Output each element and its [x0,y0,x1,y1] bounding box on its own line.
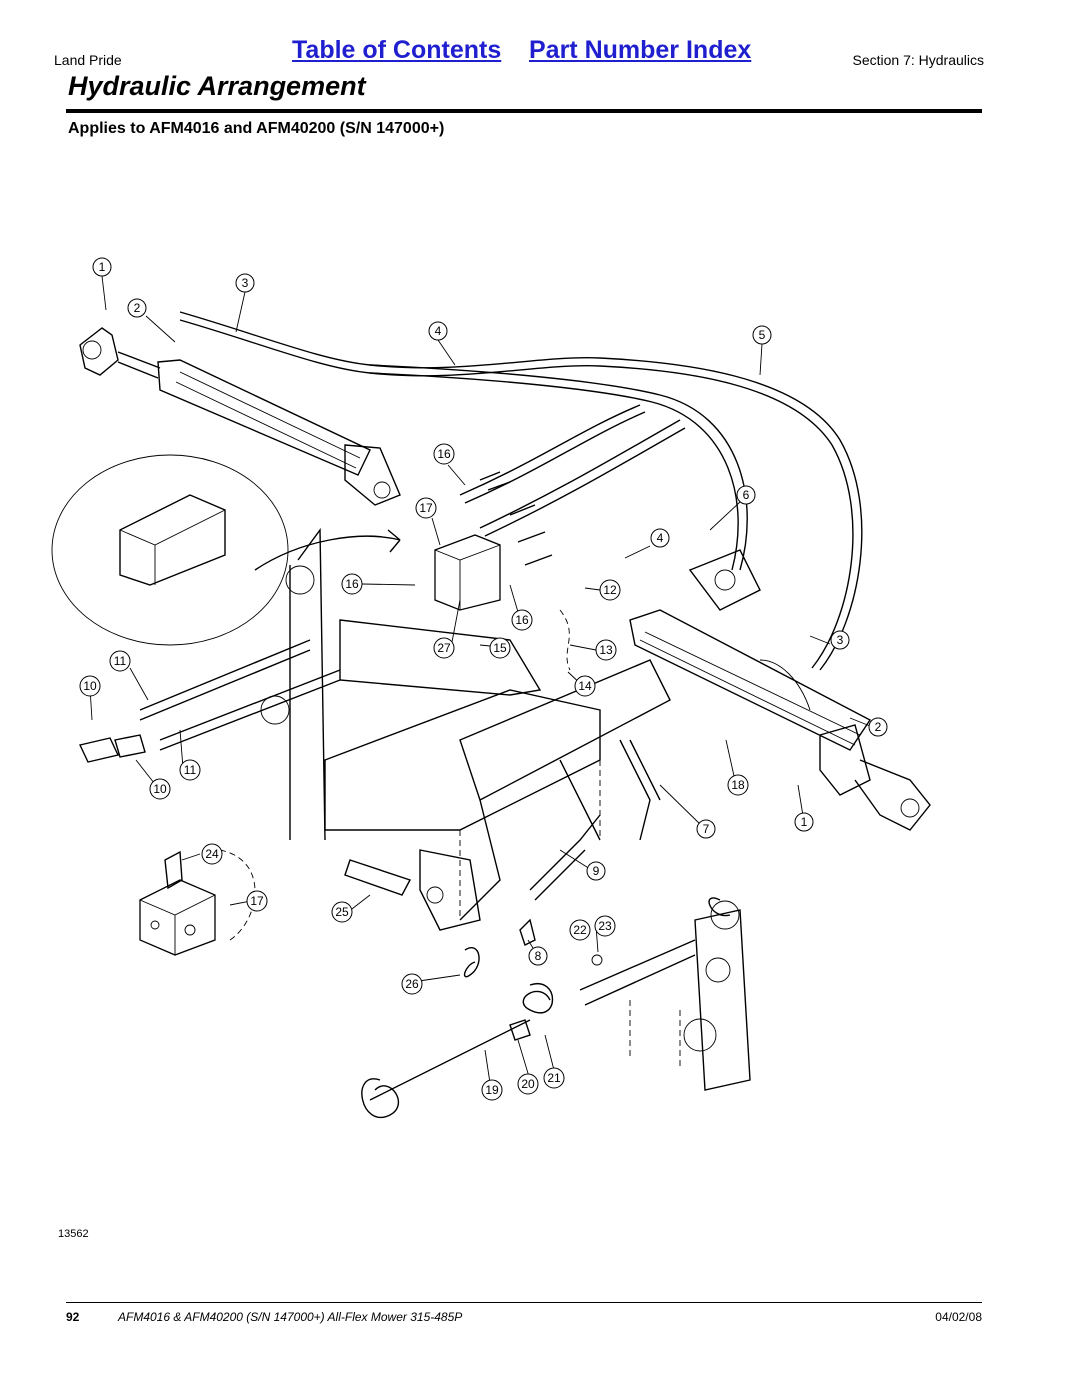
callout-17b: 17 [246,890,268,912]
callout-10: 10 [79,675,101,697]
svg-text:10: 10 [153,782,167,796]
svg-text:1: 1 [99,260,106,274]
footer-document-title: AFM4016 & AFM40200 (S/N 147000+) All-Fle… [118,1310,463,1324]
svg-text:11: 11 [114,654,127,668]
svg-text:3: 3 [242,276,249,290]
callout-16c: 16 [511,609,533,631]
callout-labels: 1 3 2 4 5 16 6 17 4 16 12 16 27 15 13 11… [79,257,888,1101]
svg-text:24: 24 [205,847,219,861]
callout-5: 5 [752,325,772,345]
callout-13: 13 [595,639,617,661]
callout-9: 9 [586,861,606,881]
svg-text:3: 3 [837,633,844,647]
callout-6: 6 [736,485,756,505]
svg-text:9: 9 [593,864,600,878]
section-label: Section 7: Hydraulics [852,52,984,68]
callout-7: 7 [696,819,716,839]
callout-27: 27 [433,637,455,659]
svg-text:14: 14 [578,679,592,693]
svg-text:4: 4 [657,531,664,545]
callout-3b: 3 [830,630,850,650]
svg-text:16: 16 [515,613,529,627]
callout-23: 23 [594,915,616,937]
applies-to-heading: Applies to AFM4016 and AFM40200 (S/N 147… [68,120,445,137]
svg-text:26: 26 [405,977,419,991]
svg-text:22: 22 [573,923,587,937]
svg-text:4: 4 [435,324,442,338]
callout-14: 14 [574,675,596,697]
callout-2: 2 [127,298,147,318]
svg-text:13: 13 [599,643,613,657]
svg-text:12: 12 [603,583,617,597]
svg-text:11: 11 [184,763,197,777]
svg-text:23: 23 [598,919,612,933]
page-number: 92 [66,1310,80,1324]
svg-text:27: 27 [437,641,451,655]
callout-11b: 11 [179,759,201,781]
callout-16b: 16 [341,573,363,595]
svg-text:1: 1 [801,815,808,829]
callout-22: 22 [569,919,591,941]
callout-4b: 4 [650,528,670,548]
callout-20: 20 [517,1073,539,1095]
diagram-linework [51,311,931,1118]
callout-2b: 2 [868,717,888,737]
svg-text:10: 10 [83,679,97,693]
svg-text:15: 15 [493,641,507,655]
svg-text:6: 6 [743,488,750,502]
callout-3: 3 [235,273,255,293]
callout-4: 4 [428,321,448,341]
callout-12: 12 [599,579,621,601]
callout-11: 11 [109,650,131,672]
brand-name: Land Pride [54,52,122,68]
callout-24: 24 [201,843,223,865]
header-divider [66,109,982,113]
callout-25: 25 [331,901,353,923]
hydraulic-diagram: 1 3 2 4 5 16 6 17 4 16 12 16 27 15 13 11… [51,257,931,1118]
svg-text:16: 16 [345,577,359,591]
table-of-contents-link[interactable]: Table of Contents [292,36,502,64]
page-title: Hydraulic Arrangement [68,71,366,101]
svg-text:2: 2 [134,301,141,315]
callout-10b: 10 [149,778,171,800]
callout-21: 21 [543,1067,565,1089]
svg-text:20: 20 [521,1077,535,1091]
callout-15: 15 [489,637,511,659]
part-number-index-link[interactable]: Part Number Index [529,36,752,64]
callout-8: 8 [528,946,548,966]
svg-text:19: 19 [485,1083,499,1097]
footer-date: 04/02/08 [935,1310,982,1324]
footer-divider [66,1302,982,1303]
callout-26: 26 [401,973,423,995]
svg-text:25: 25 [335,905,349,919]
svg-text:21: 21 [547,1071,561,1085]
callout-17: 17 [415,497,437,519]
callout-19: 19 [481,1079,503,1101]
figure-number: 13562 [58,1228,89,1240]
svg-text:17: 17 [250,894,264,908]
svg-text:2: 2 [875,720,882,734]
svg-text:16: 16 [437,447,451,461]
svg-text:7: 7 [703,822,710,836]
svg-text:5: 5 [759,328,766,342]
svg-text:8: 8 [535,949,542,963]
callout-1: 1 [92,257,112,277]
svg-text:18: 18 [731,778,745,792]
svg-text:17: 17 [419,501,433,515]
callout-18: 18 [727,774,749,796]
callout-16: 16 [433,443,455,465]
callout-1b: 1 [794,812,814,832]
